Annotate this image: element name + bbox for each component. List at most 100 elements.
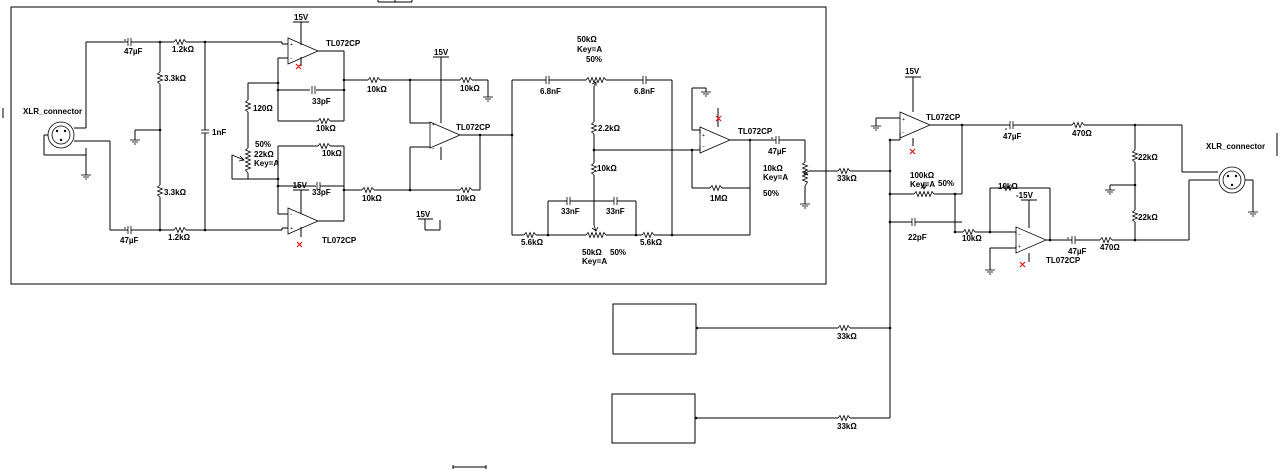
diff-res-in-top-label: 10kΩ — [367, 85, 387, 94]
opamp-u5-label: TL072CP — [926, 113, 961, 122]
eq-pot-bottom[interactable] — [585, 224, 607, 239]
opamp-u3[interactable]: +− — [429, 121, 461, 152]
bridge-cap[interactable] — [200, 129, 210, 134]
opamp-u3-vee: 15V — [416, 210, 431, 219]
bias-res-bottom-label: 3.3kΩ — [164, 188, 187, 197]
opamp-u4-label: TL072CP — [738, 127, 773, 136]
volume-cap-label: 47µF — [768, 147, 787, 156]
eq-res-2k2[interactable] — [591, 121, 597, 135]
volume-pot[interactable] — [801, 161, 810, 187]
gain-wires — [231, 42, 368, 230]
gain-res-120[interactable] — [245, 99, 251, 113]
sum-res-1[interactable] — [837, 168, 851, 174]
opamp-u5[interactable]: +− — [899, 111, 931, 139]
svg-text:+: + — [702, 133, 705, 139]
opamp-u4-dnc-icon — [715, 115, 722, 122]
eq-res-10k-label: 10kΩ — [597, 164, 617, 173]
diff-res-in-bottom[interactable] — [361, 187, 375, 193]
eq-res-fb[interactable] — [709, 185, 723, 191]
input-cap-bottom[interactable] — [127, 225, 132, 235]
sum-ground — [870, 125, 882, 131]
fb-res-bottom[interactable] — [317, 143, 331, 149]
sum-fb-pot-key: Key=A — [910, 180, 935, 189]
sum-fb-cap-label: 22pF — [908, 233, 927, 242]
eq-pot-top-pos: 50% — [586, 55, 602, 64]
bias-res-bottom[interactable] — [157, 184, 163, 198]
source-block-1[interactable] — [612, 303, 697, 355]
eq-cap-top-right[interactable] — [642, 75, 647, 85]
diff-res-fb[interactable] — [459, 187, 473, 193]
output-wires — [989, 124, 1254, 270]
opamp-u3-vcc: 15V — [434, 48, 449, 57]
opamp-u6-vee: -15V — [1016, 191, 1034, 200]
opamp-u2[interactable]: −+ — [282, 189, 319, 237]
subcircuit-enclosure — [10, 6, 827, 285]
svg-text:−: − — [1018, 232, 1021, 238]
diff-res-gnd-top[interactable] — [459, 77, 473, 83]
out-cap-2[interactable] — [1071, 235, 1076, 245]
eq-res-10k[interactable] — [591, 162, 597, 176]
sum-fb-cap[interactable] — [911, 217, 916, 227]
gain-pot-pos: 50% — [255, 140, 271, 149]
output-xlr-connector[interactable] — [1218, 166, 1253, 194]
out-div-res-bottom[interactable] — [1132, 209, 1138, 223]
sum-res-3[interactable] — [837, 415, 851, 421]
eq-cap-low-left-label: 33nF — [561, 207, 580, 216]
eq-res-low-left[interactable] — [523, 232, 537, 238]
input-res-top-label: 1.2kΩ — [172, 45, 195, 54]
opamp-u4[interactable]: +− — [699, 126, 731, 154]
opamp-u6-dnc-icon — [1019, 261, 1026, 268]
bridge-cap-label: 1nF — [212, 128, 226, 137]
eq-cap-low-left[interactable] — [566, 196, 571, 206]
svg-text:+: + — [290, 226, 293, 232]
eq-pot-bottom-pos: 50% — [610, 248, 626, 257]
eq-res-2k2-label: 2.2kΩ — [598, 124, 621, 133]
eq-cap-top-left[interactable] — [545, 75, 550, 85]
output-xlr-label: XLR_connector — [1206, 142, 1265, 151]
gain-pot[interactable] — [231, 147, 252, 174]
out-div-res-top[interactable] — [1132, 149, 1138, 163]
eq-ground — [700, 91, 712, 97]
eq-res-low-left-label: 5.6kΩ — [521, 238, 544, 247]
sum-res-3-label: 33kΩ — [837, 422, 857, 431]
eq-pot-top-value: 50kΩ — [577, 35, 597, 44]
fb-res-top[interactable] — [317, 118, 331, 124]
input-res-top[interactable] — [173, 39, 187, 45]
input-cap-bottom-label: 47µF — [120, 236, 139, 245]
diff-res-in-top[interactable] — [367, 77, 381, 83]
page-marker-top — [377, 0, 413, 3]
sum-fb-pot-pos: 50% — [938, 179, 954, 188]
gain-res-120-label: 120Ω — [253, 104, 273, 113]
out-res-1[interactable] — [1071, 122, 1085, 128]
svg-text:−: − — [702, 144, 705, 150]
out-res-2[interactable] — [1099, 237, 1113, 243]
svg-text:−: − — [902, 130, 905, 136]
source-block-2[interactable] — [611, 393, 696, 444]
eq-pot-bottom-value: 50kΩ — [582, 248, 602, 257]
input-res-bottom[interactable] — [173, 227, 187, 233]
out-div-res-bottom-label: 22kΩ — [1138, 213, 1158, 222]
volume-wires — [779, 139, 890, 204]
output-ground-2 — [1104, 189, 1116, 195]
volume-cap[interactable] — [775, 135, 780, 145]
gain-pot-value: 22kΩ — [254, 150, 274, 159]
sum-fb-pot-value: 100kΩ — [910, 171, 935, 180]
diff-ground — [482, 96, 494, 102]
bias-res-top[interactable] — [157, 71, 163, 85]
fb-cap-top[interactable] — [311, 85, 316, 95]
opamp-u5-vcc: 15V — [905, 67, 920, 76]
eq-res-low-right[interactable] — [641, 232, 655, 238]
sum-fb-pot[interactable] — [913, 184, 935, 198]
input-cap-top[interactable] — [127, 37, 132, 47]
volume-pot-pos: 50% — [763, 189, 779, 198]
opamp-u1[interactable]: +− — [282, 21, 319, 66]
input-xlr-connector[interactable] — [43, 121, 92, 180]
sum-res-2[interactable] — [837, 325, 851, 331]
svg-text:+: + — [902, 117, 905, 123]
eq-pot-top[interactable] — [585, 76, 607, 87]
out-cap-1[interactable] — [1009, 120, 1014, 130]
eq-cap-low-right[interactable] — [613, 196, 618, 206]
eq-cap-top-left-label: 6.8nF — [540, 87, 561, 96]
opamp-u6[interactable]: −+ — [1015, 226, 1047, 254]
bias-res-top-label: 3.3kΩ — [164, 74, 187, 83]
